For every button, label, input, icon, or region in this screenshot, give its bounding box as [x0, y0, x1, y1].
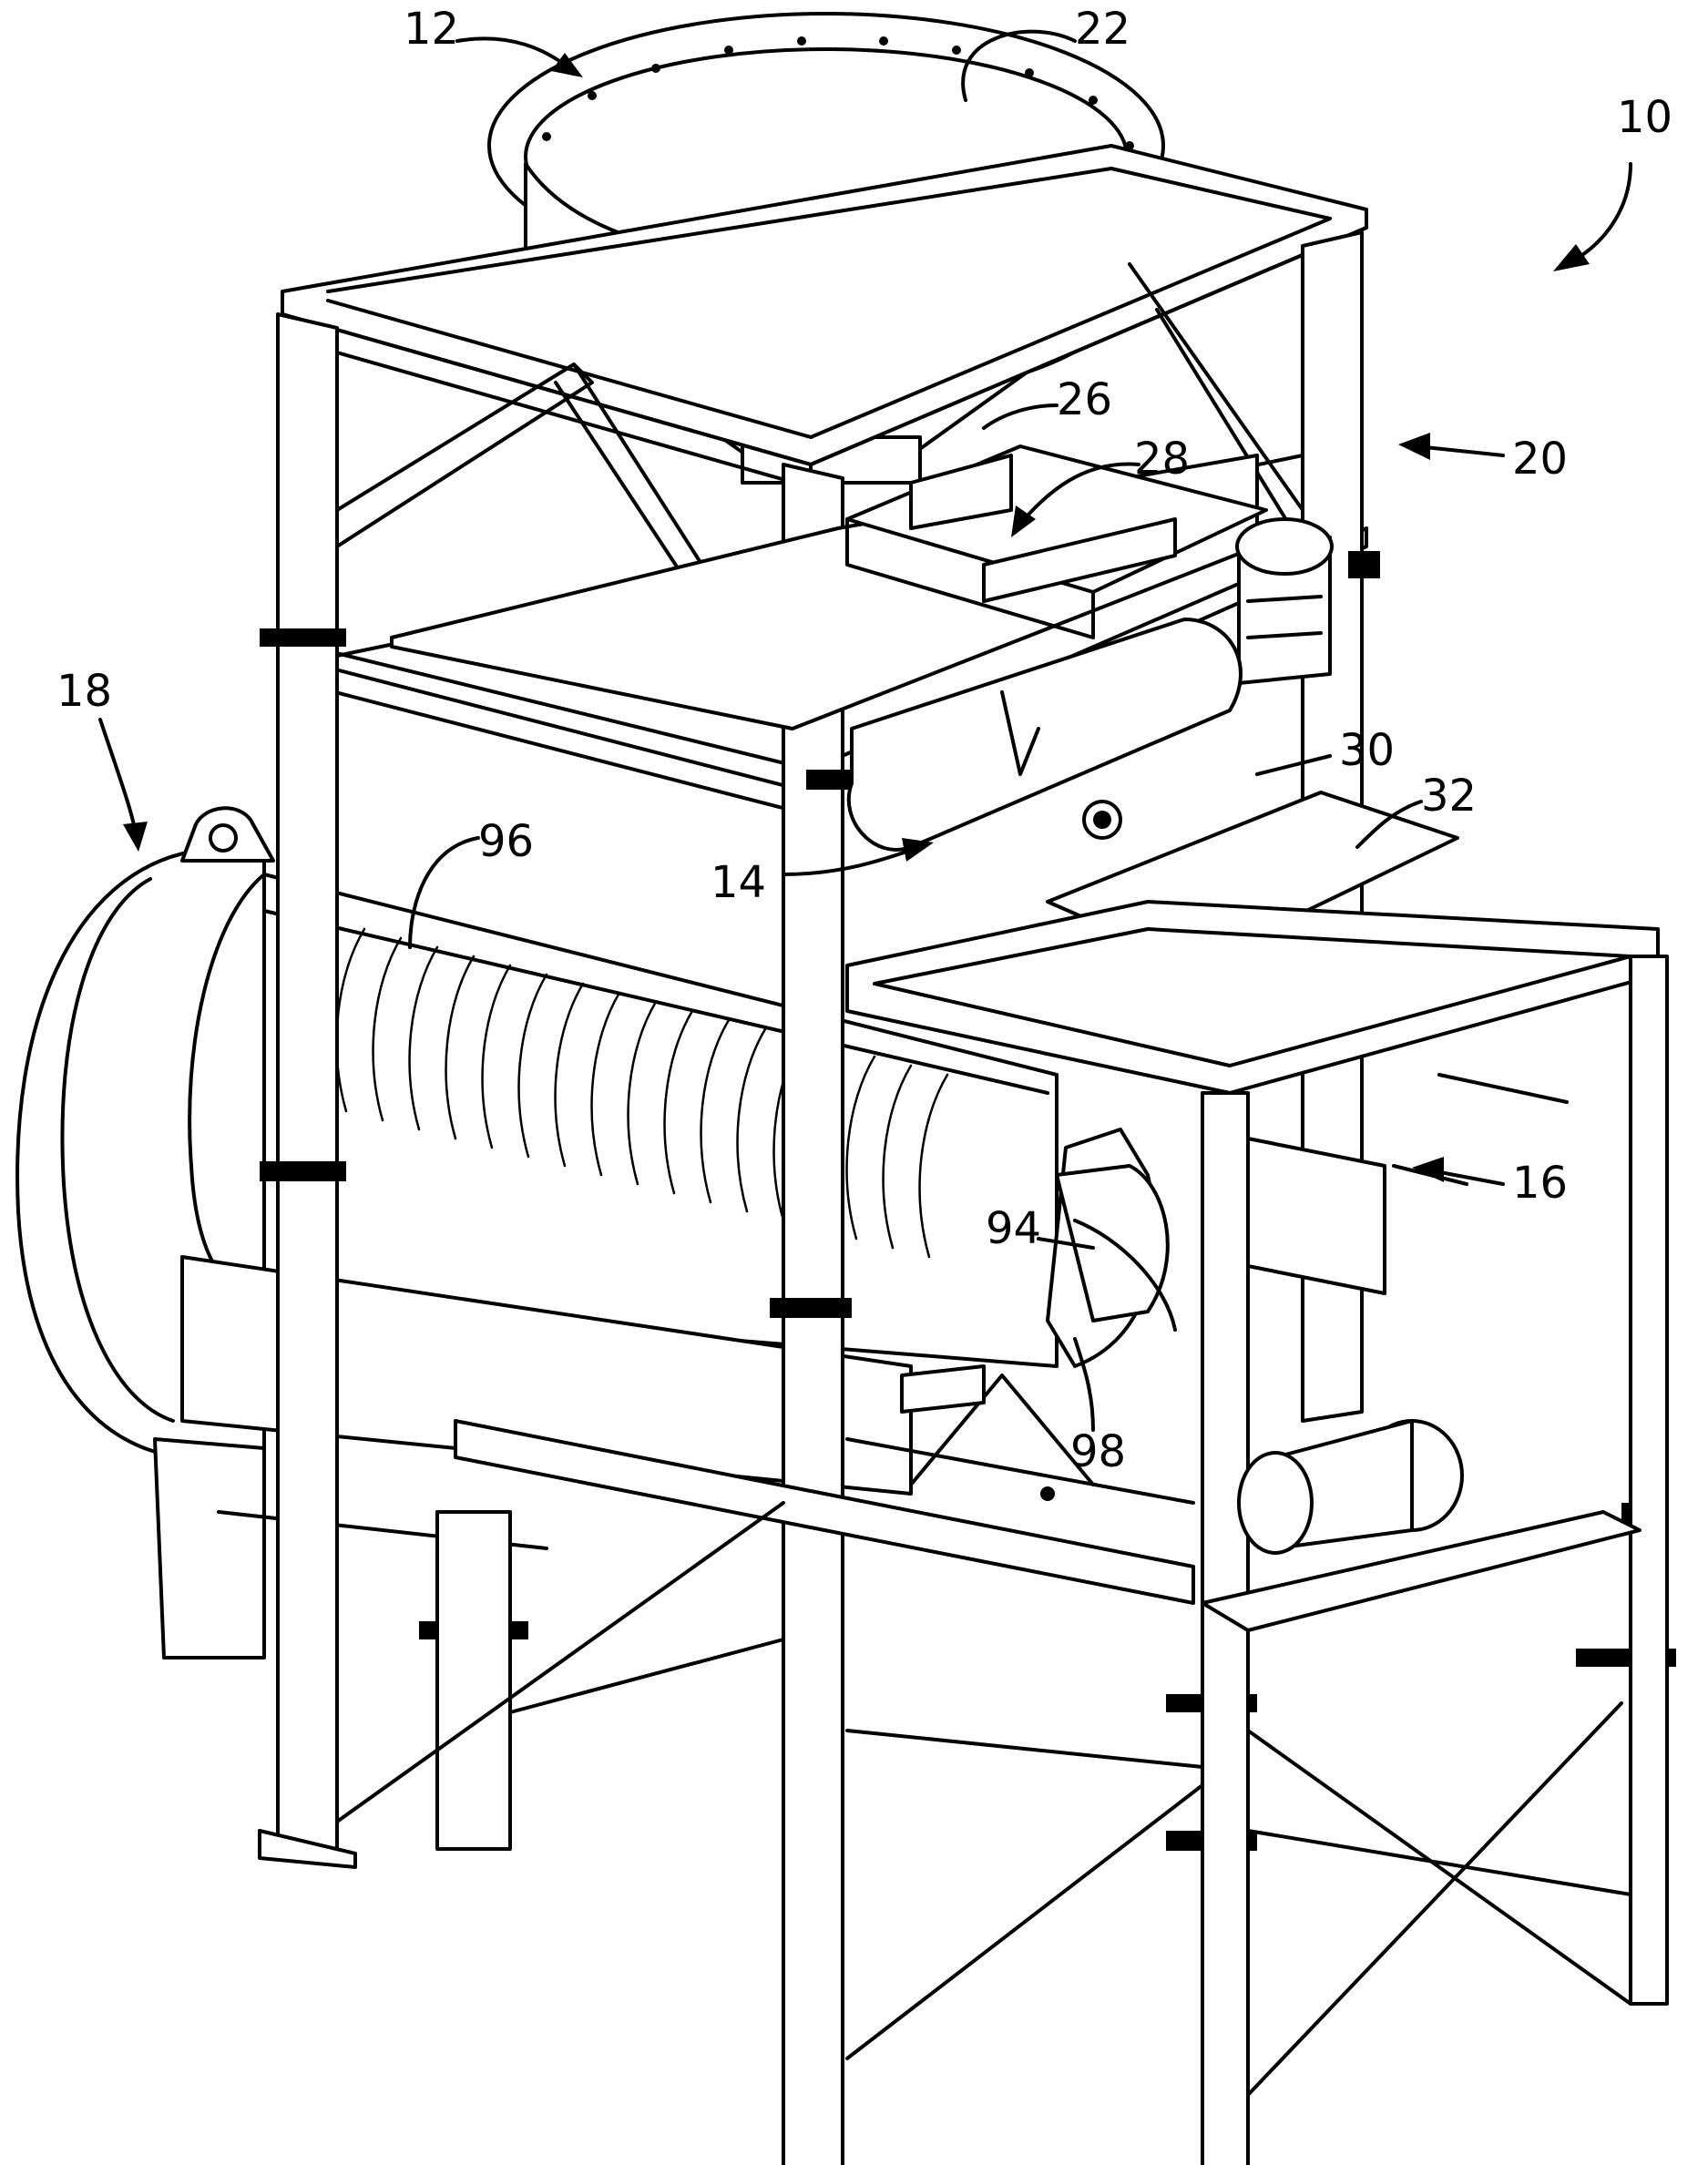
label-94: 94	[986, 1203, 1041, 1254]
label-12: 12	[404, 4, 459, 55]
leader-18	[100, 720, 137, 838]
label-14: 14	[711, 857, 766, 908]
label-28: 28	[1134, 434, 1190, 485]
label-18: 18	[56, 666, 112, 717]
label-16: 16	[1512, 1158, 1568, 1209]
label-96: 96	[478, 816, 534, 867]
label-30: 30	[1339, 725, 1395, 776]
leader-12	[457, 38, 569, 68]
label-32: 32	[1421, 771, 1477, 822]
label-98: 98	[1070, 1426, 1126, 1477]
label-10: 10	[1617, 92, 1672, 143]
leader-26	[984, 405, 1057, 428]
label-20: 20	[1512, 434, 1568, 485]
label-26: 26	[1057, 374, 1112, 425]
label-22: 22	[1075, 4, 1130, 55]
